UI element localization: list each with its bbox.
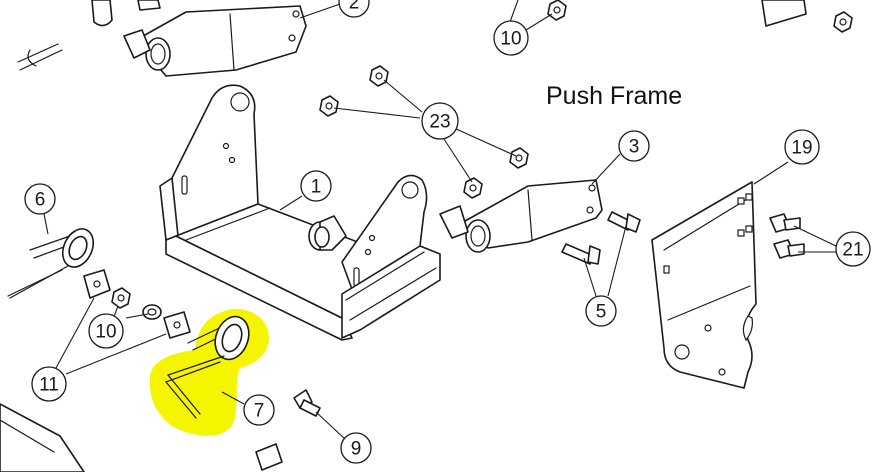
callout-3: 3 [618,130,650,162]
svg-text:1: 1 [311,177,322,198]
nut-part-23b [319,95,339,117]
bolt-part-5b [607,211,641,233]
spring-pin-part-6 [7,228,95,299]
callout-1: 1 [300,170,332,202]
callout-19: 19 [784,129,820,165]
callout-2: 2 [338,0,370,18]
svg-text:10: 10 [500,29,521,50]
svg-text:2: 2 [349,0,360,14]
svg-text:7: 7 [254,401,265,422]
svg-text:19: 19 [791,138,812,159]
bolt-part-21b [773,239,805,259]
nut-part-23d [463,177,483,199]
svg-text:6: 6 [35,190,46,211]
nut-part-23c [509,147,529,169]
nut-part-23a [369,65,389,87]
bracket-part-2 [123,5,307,77]
bolt-part-5a [561,243,601,265]
callout-10-top: 10 [493,20,529,56]
callout-7: 7 [243,394,275,426]
callout-5: 5 [585,295,617,327]
nut-top-right [833,11,853,33]
blade-fragment-bottom-left [0,403,85,472]
clip-nut-part-11a [83,269,111,299]
bolt-part-21a [769,213,801,233]
svg-text:21: 21 [842,240,863,261]
cotter-pin [17,43,63,71]
bracket-part-3 [439,179,603,253]
svg-text:3: 3 [629,137,640,158]
callout-11: 11 [31,366,67,402]
washer-part-10 [142,304,162,320]
nut-part-10-left [111,287,131,309]
callout-10-left: 10 [88,313,124,349]
svg-text:9: 9 [351,439,362,460]
svg-text:11: 11 [39,375,59,396]
pin-fragment-top-left [91,0,161,27]
leader-lines [43,0,837,441]
callout-21: 21 [835,231,871,267]
diagram-title: Push Frame [546,82,682,110]
spring-part-7 [164,315,250,419]
main-frame-part-1 [159,84,441,341]
svg-text:10: 10 [95,322,116,343]
nut-part-10-top [547,0,567,21]
svg-text:23: 23 [429,112,450,133]
callout-6: 6 [24,183,56,215]
svg-text:5: 5 [596,302,607,323]
plate-part-19 [651,181,757,389]
bolt-part-9 [293,389,321,417]
clip-nut-part-11b [163,311,191,339]
callout-23: 23 [421,102,459,140]
plate-fragment-top-right [761,0,807,27]
pin-fragment-bottom [255,443,283,471]
callout-9: 9 [340,432,372,464]
